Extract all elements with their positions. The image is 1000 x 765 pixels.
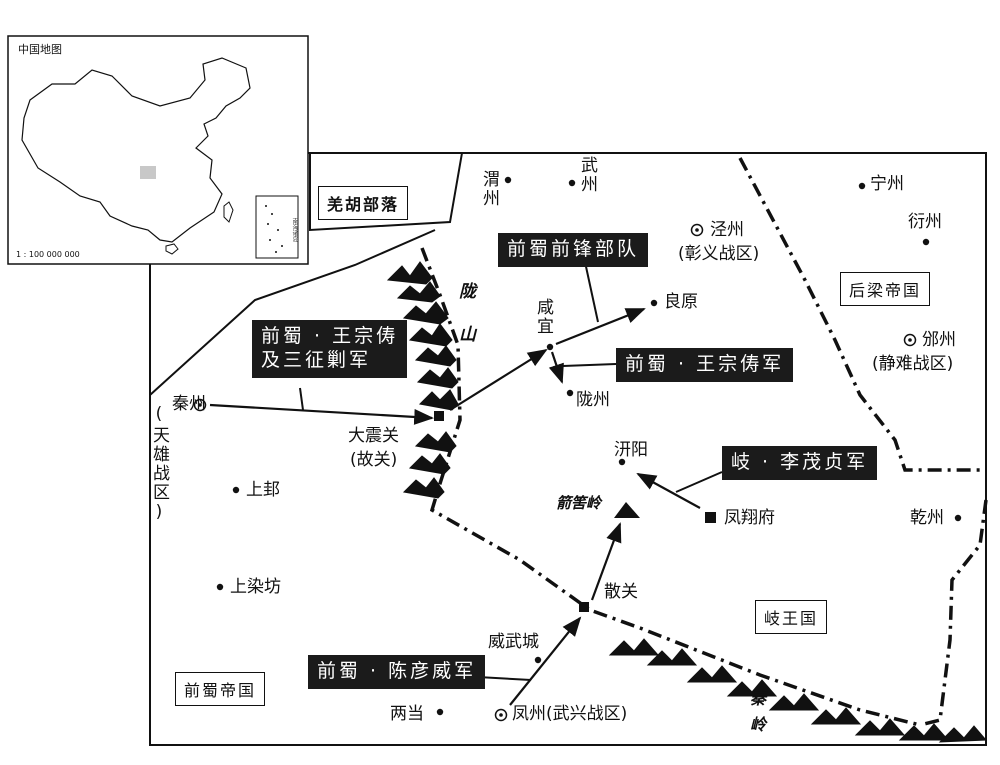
qianghu-boundary [309, 152, 463, 232]
inset-scale: 1 : 100 000 000 [16, 250, 80, 259]
arrow-sanguan-jiandu [590, 522, 622, 601]
town-dots [216, 176, 962, 716]
region-houliang: 后梁帝国 [840, 272, 931, 306]
place-wuzhou: 武州 [577, 156, 597, 194]
place-fengzhou: 凤州(武兴战区) [512, 704, 628, 724]
arrow-xianyi-liangyuan [555, 307, 646, 346]
place-guguan: (故关) [350, 450, 398, 470]
place-binzhou: 邠州 [922, 330, 956, 350]
qinling-range [608, 638, 988, 743]
china-outline [21, 57, 251, 243]
army-qi: 岐 · 李茂贞军 [722, 446, 878, 480]
mountain-longshan: 陇山 [455, 282, 475, 368]
hainan-island [165, 243, 179, 255]
army-arrows [209, 307, 701, 706]
sanguan-pass-icon [579, 602, 589, 612]
dazhenguan-pass-icon [434, 411, 444, 421]
place-dazhenguan: 大震关 [348, 426, 399, 446]
place-sanguan: 散关 [604, 582, 638, 602]
region-qianshu: 前蜀帝国 [175, 672, 266, 706]
inset-title: 中国地图 [18, 43, 62, 56]
arrow-fengzhou-sanguan [509, 616, 582, 706]
place-weiwucheng: 威武城 [488, 632, 539, 652]
arrow-fengxiang-qianyang [636, 473, 701, 509]
place-zhangyi: (彰义战区) [678, 244, 760, 264]
place-tianxiong: (天雄战区) [149, 404, 169, 524]
arrow-dazhenguan-xianyi [449, 348, 548, 411]
place-ningzhou: 宁州 [870, 174, 904, 194]
place-jingnan: (静难战区) [872, 354, 954, 374]
place-liangdang: 两当 [390, 704, 424, 724]
northwest-boundary [149, 229, 436, 396]
arrow-qinzhou-dazhenguan [209, 403, 434, 425]
place-fengxiang: 凤翔府 [724, 508, 775, 528]
arrow-xianyi-longzhou [548, 351, 564, 384]
army-chen: 前蜀 · 陈彦威军 [308, 655, 486, 689]
place-weizhou: 渭州 [479, 170, 499, 208]
place-liangyuan: 良原 [664, 292, 698, 312]
inset-highlight-area [140, 166, 156, 179]
place-xianyi: 咸宜 [533, 298, 553, 336]
place-qianzhou: 乾州 [910, 508, 944, 528]
nanhai-islands [265, 205, 283, 253]
place-yanzhou: 衍州 [908, 212, 942, 232]
fengxiang-capital-icon [705, 512, 716, 523]
region-qiwang: 岐王国 [755, 600, 828, 634]
army-wangzongchou-line2: 及三征剿军 [261, 348, 372, 371]
inset-nanhai-label: 南海诸岛 [291, 218, 298, 242]
jiandu-peak-icon [614, 502, 640, 518]
place-qianyang: 汧阳 [614, 440, 648, 460]
mountain-jiandu: 箭筈岭 [556, 494, 602, 512]
nanhai-inset-box [255, 195, 299, 259]
mountain-qinling: 秦岭 [747, 690, 766, 742]
place-shangranfang: 上染坊 [230, 577, 281, 597]
frontier-lines [420, 157, 988, 727]
army-wangzongchou-line1: 前蜀 · 王宗俦 [261, 325, 399, 347]
army-wangzong: 前蜀 · 王宗俦军 [616, 348, 794, 382]
place-longzhou: 陇州 [576, 390, 610, 410]
place-jingzhou: 泾州 [710, 220, 744, 240]
army-wangzongchou-label: 前蜀 · 王宗俦 及三征剿军 [252, 320, 408, 378]
place-shanggui: 上邽 [246, 480, 280, 500]
taiwan-island [223, 201, 234, 223]
longshan-range [386, 261, 459, 499]
army-vanguard: 前蜀前锋部队 [498, 233, 649, 267]
region-qianghu: 羌胡部落 [318, 186, 409, 220]
place-qinzhou: 秦州 [172, 394, 206, 414]
